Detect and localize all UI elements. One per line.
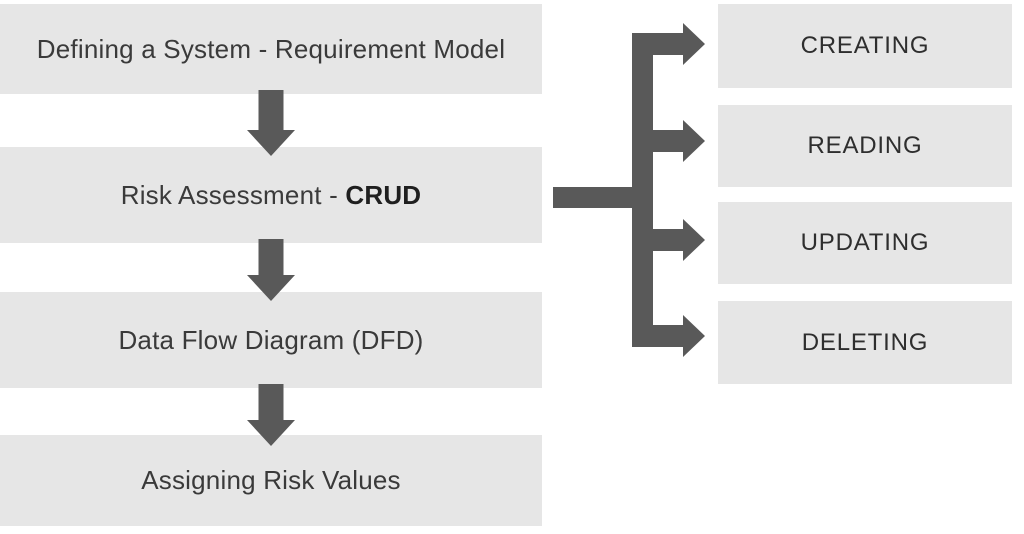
operation-box-reading: READING [718, 105, 1012, 187]
step-label: Assigning Risk Values [141, 465, 401, 495]
step-box-risk-assessment: Risk Assessment - CRUD [0, 147, 542, 243]
step-label: Risk Assessment - CRUD [121, 180, 422, 211]
step-label: Defining a System - Requirement Model [36, 33, 506, 64]
step-box-assigning-risk-values: Assigning Risk Values [0, 435, 542, 526]
step-box-requirement-model: Defining a System - Requirement Model [0, 4, 542, 94]
step-label: Data Flow Diagram (DFD) [118, 324, 424, 355]
operation-box-updating: UPDATING [718, 202, 1012, 284]
branch-arrow-icon [653, 219, 705, 261]
branch-arrow-icon [653, 120, 705, 162]
operation-label: UPDATING [800, 229, 930, 256]
operation-label: READING [807, 132, 923, 159]
feeder-connector [553, 187, 632, 208]
operation-label: CREATING [800, 32, 930, 59]
branch-arrow-icon [632, 315, 705, 357]
step-label-prefix: Risk Assessment - [120, 179, 346, 210]
branch-arrow-icon [632, 23, 705, 65]
trunk-connector [632, 33, 653, 347]
operation-box-deleting: DELETING [718, 301, 1012, 384]
operation-label: DELETING [801, 328, 929, 356]
operation-box-creating: CREATING [718, 4, 1012, 88]
step-label-bold: CRUD [345, 179, 422, 210]
step-box-data-flow-diagram: Data Flow Diagram (DFD) [0, 292, 542, 388]
